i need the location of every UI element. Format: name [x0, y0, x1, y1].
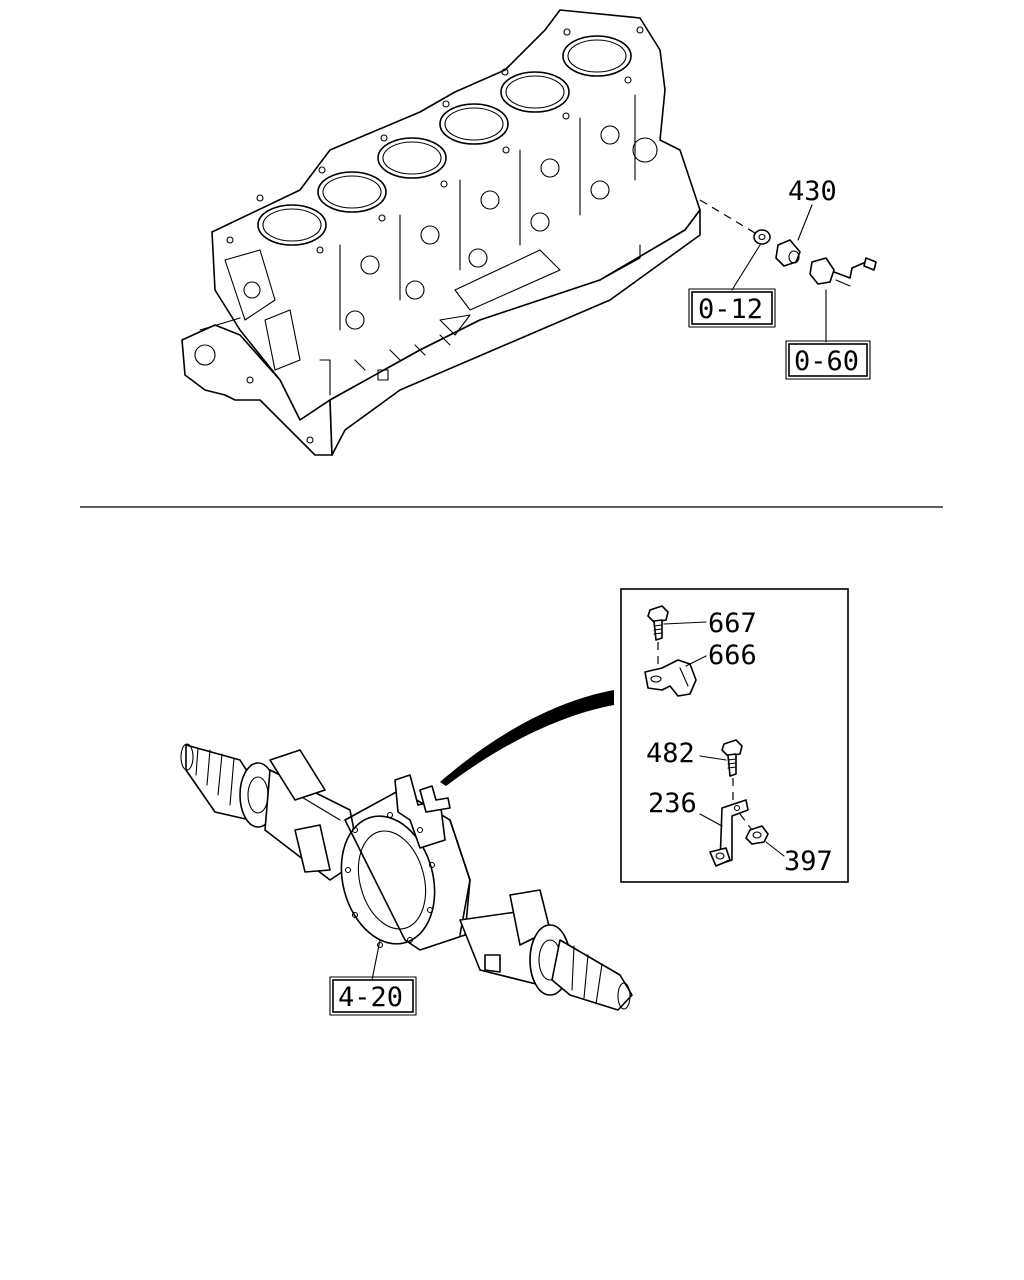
- callout-397: 397: [784, 846, 833, 877]
- leader-430: [797, 204, 813, 241]
- callout-0-12: 0-12: [698, 294, 763, 325]
- callout-0-60: 0-60: [794, 346, 859, 377]
- cylinder-block-illustration: [181, 9, 701, 456]
- callout-482: 482: [646, 738, 695, 769]
- clip-666-illustration: [644, 659, 697, 697]
- callout-430: 430: [788, 176, 837, 207]
- callout-box-0-12[interactable]: 0-12: [688, 288, 776, 328]
- callout-4-20: 4-20: [338, 982, 403, 1013]
- callout-box-4-20[interactable]: 4-20: [329, 976, 417, 1016]
- axle-housing-illustration: [180, 743, 633, 1011]
- nut-397-illustration: [739, 813, 769, 845]
- leader-397: [765, 841, 785, 857]
- callout-667: 667: [708, 608, 757, 639]
- leader-666: [685, 655, 707, 667]
- callout-666: 666: [708, 640, 757, 671]
- sensor-assembly-illustration: [699, 199, 877, 287]
- detail-inset: 667 666 482 236 397: [620, 588, 849, 883]
- callout-box-0-60[interactable]: 0-60: [785, 340, 871, 380]
- leader-236: [699, 813, 723, 827]
- bolt-482-illustration: [721, 739, 743, 777]
- leader-4-20: [371, 939, 381, 981]
- bolt-667-illustration: [647, 605, 669, 641]
- bracket-236-illustration: [709, 799, 749, 867]
- detail-pointer: [440, 690, 614, 786]
- leader-482: [699, 755, 727, 761]
- leader-667: [663, 621, 707, 625]
- callout-236: 236: [648, 788, 697, 819]
- leader-0-12: [731, 244, 761, 291]
